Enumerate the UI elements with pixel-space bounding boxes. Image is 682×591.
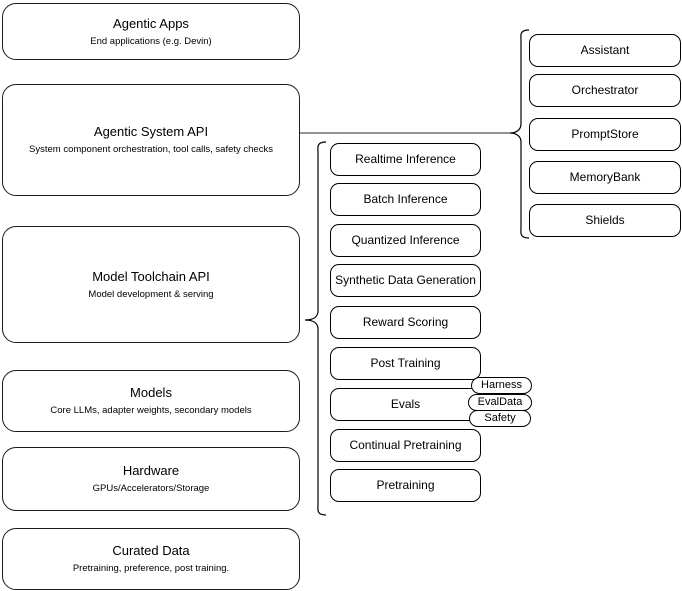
evals-badge-harness[interactable]: Harness bbox=[471, 377, 532, 394]
toolchain-components-brace bbox=[304, 141, 327, 516]
toolchain-chip-evals[interactable]: Evals bbox=[330, 388, 481, 421]
agentic-chip-assistant[interactable]: Assistant bbox=[529, 34, 681, 67]
chip-label: Realtime Inference bbox=[355, 152, 456, 166]
badge-label: Harness bbox=[481, 379, 522, 391]
toolchain-chip-batch-inference[interactable]: Batch Inference bbox=[330, 183, 481, 216]
toolchain-chip-quantized-inference[interactable]: Quantized Inference bbox=[330, 224, 481, 257]
layer-box-hardware[interactable]: Hardware GPUs/Accelerators/Storage bbox=[2, 447, 300, 511]
chip-label: Pretraining bbox=[376, 478, 435, 492]
layer-title: Curated Data bbox=[112, 543, 190, 558]
layer-title: Agentic Apps bbox=[113, 15, 189, 31]
chip-label: Evals bbox=[390, 397, 421, 411]
badge-label: Safety bbox=[484, 412, 516, 424]
chip-label: Reward Scoring bbox=[362, 315, 449, 329]
agentic-chip-orchestrator[interactable]: Orchestrator bbox=[529, 74, 681, 107]
layer-box-agentic-apps[interactable]: Agentic Apps End applications (e.g. Devi… bbox=[2, 3, 300, 60]
toolchain-chip-continual-pretraining[interactable]: Continual Pretraining bbox=[330, 429, 481, 462]
layer-box-model-toolchain-api[interactable]: Model Toolchain API Model development & … bbox=[2, 226, 300, 343]
chip-label: Batch Inference bbox=[363, 192, 448, 206]
chip-label: Post Training bbox=[370, 356, 441, 370]
badge-label: EvalData bbox=[477, 396, 523, 408]
layer-box-models[interactable]: Models Core LLMs, adapter weights, secon… bbox=[2, 370, 300, 432]
chip-label: Continual Pretraining bbox=[349, 438, 462, 452]
agentic-chip-promptstore[interactable]: PromptStore bbox=[529, 118, 681, 151]
chip-label: Quantized Inference bbox=[351, 233, 460, 247]
layer-title: Models bbox=[130, 385, 172, 400]
layer-box-curated-data[interactable]: Curated Data Pretraining, preference, po… bbox=[2, 528, 300, 590]
evals-badge-evaldata[interactable]: EvalData bbox=[468, 394, 532, 411]
chip-label: Shields bbox=[585, 213, 625, 227]
layer-title: Agentic System API bbox=[93, 124, 209, 139]
layer-subtitle: System component orchestration, tool cal… bbox=[29, 144, 273, 155]
toolchain-chip-synthetic-data-generation[interactable]: Synthetic Data Generation bbox=[330, 264, 481, 297]
chip-label: Synthetic Data Generation bbox=[335, 273, 476, 287]
chip-label: Orchestrator bbox=[571, 83, 639, 97]
layer-subtitle: Pretraining, preference, post training. bbox=[72, 563, 230, 574]
evals-badge-safety[interactable]: Safety bbox=[469, 410, 531, 427]
toolchain-chip-realtime-inference[interactable]: Realtime Inference bbox=[330, 143, 481, 176]
toolchain-chip-pretraining[interactable]: Pretraining bbox=[330, 469, 481, 502]
layer-subtitle: End applications (e.g. Devin) bbox=[90, 35, 212, 47]
toolchain-chip-reward-scoring[interactable]: Reward Scoring bbox=[330, 306, 481, 339]
layer-title: Hardware bbox=[122, 463, 180, 478]
layer-subtitle: Model development & serving bbox=[88, 288, 214, 300]
layer-title: Model Toolchain API bbox=[92, 268, 210, 284]
agentic-chip-shields[interactable]: Shields bbox=[529, 204, 681, 237]
toolchain-chip-post-training[interactable]: Post Training bbox=[330, 347, 481, 380]
layer-subtitle: Core LLMs, adapter weights, secondary mo… bbox=[50, 405, 252, 416]
agentic-chip-memorybank[interactable]: MemoryBank bbox=[529, 161, 681, 194]
chip-label: Assistant bbox=[580, 43, 630, 57]
layer-subtitle: GPUs/Accelerators/Storage bbox=[92, 483, 210, 494]
layer-box-agentic-system-api[interactable]: Agentic System API System component orch… bbox=[2, 84, 300, 196]
agentic-components-brace bbox=[509, 29, 530, 239]
chip-label: MemoryBank bbox=[569, 170, 641, 184]
chip-label: PromptStore bbox=[571, 127, 639, 141]
